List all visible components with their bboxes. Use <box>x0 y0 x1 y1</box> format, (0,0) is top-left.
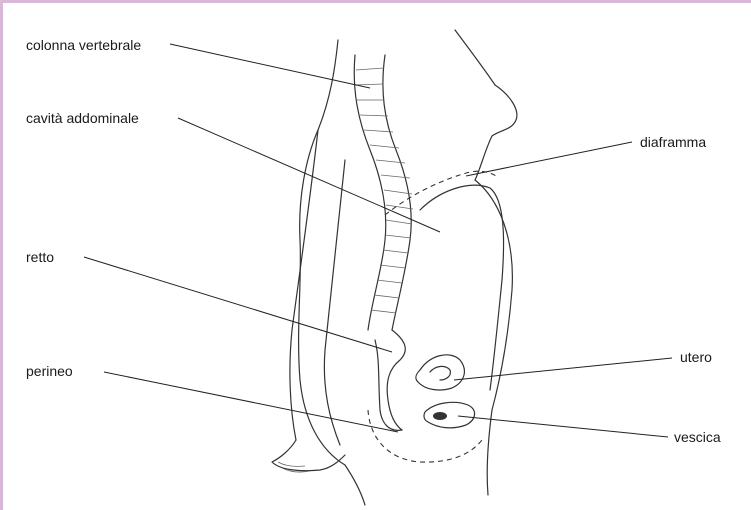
abdominal-cavity-outline <box>420 185 504 390</box>
spine-drawing <box>354 55 413 330</box>
label-utero: utero <box>680 349 712 365</box>
body-outline <box>272 30 517 505</box>
label-cavita-addominale: cavità addominale <box>26 110 139 126</box>
leader-perineo <box>104 372 398 432</box>
leader-colonna-vertebrale <box>170 44 370 88</box>
uterus-drawing <box>416 355 465 390</box>
label-retto: retto <box>26 249 54 265</box>
label-diaframma: diaframma <box>640 134 706 150</box>
label-perineo: perineo <box>26 363 73 379</box>
leader-cavita-addominale <box>178 118 440 232</box>
leader-utero <box>454 358 672 380</box>
diaphragm-dashed <box>385 171 496 215</box>
bladder-drawing <box>424 402 475 427</box>
leader-lines <box>84 44 672 437</box>
leader-retto <box>84 257 392 352</box>
leader-diaframma <box>466 142 632 176</box>
pelvic-floor-dashed <box>368 410 482 462</box>
label-colonna-vertebrale: colonna vertebrale <box>26 37 141 53</box>
rectum-drawing <box>387 330 405 430</box>
label-vescica: vescica <box>674 429 721 445</box>
